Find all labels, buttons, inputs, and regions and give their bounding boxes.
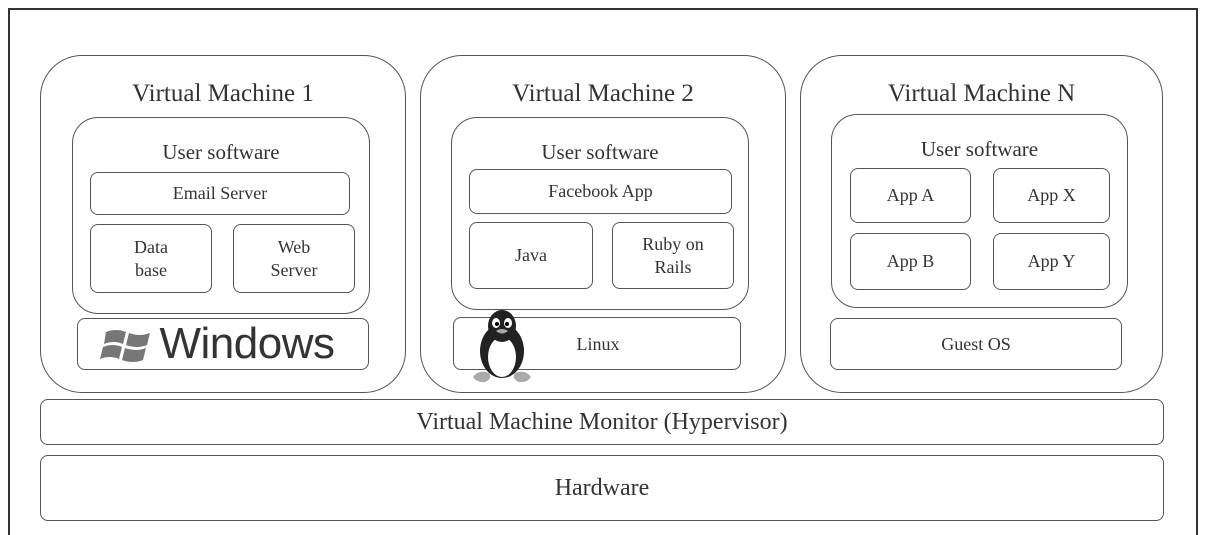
database-box: Data base — [90, 224, 212, 293]
web-server-box: Web Server — [233, 224, 355, 293]
windows-os-label: Windows — [159, 319, 336, 368]
vm1-user-software-label: User software — [162, 140, 280, 164]
email-server-box: Email Server — [90, 172, 350, 215]
vmn-title: Virtual Machine N — [887, 80, 1076, 107]
vm1-title: Virtual Machine 1 — [132, 80, 314, 107]
windows-os-box: Windows — [77, 318, 369, 370]
app-b-box: App B — [850, 233, 971, 290]
hypervisor-layer: Virtual Machine Monitor (Hypervisor) — [40, 399, 1164, 445]
guest-os-box: Guest OS — [830, 318, 1122, 370]
java-box: Java — [469, 222, 593, 289]
hypervisor-label: Virtual Machine Monitor (Hypervisor) — [416, 408, 788, 435]
app-y-box: App Y — [993, 233, 1110, 290]
ruby-on-rails-box: Ruby on Rails — [612, 222, 734, 289]
app-a-box: App A — [850, 168, 971, 223]
tux-penguin-icon — [473, 310, 531, 383]
diagram-frame — [8, 8, 1198, 535]
vm2-title: Virtual Machine 2 — [512, 80, 694, 107]
windows-logo-icon — [100, 330, 150, 362]
hardware-layer: Hardware — [40, 455, 1164, 521]
facebook-app-box: Facebook App — [469, 169, 732, 214]
hardware-label: Hardware — [554, 474, 650, 501]
vmn-user-software-label: User software — [920, 137, 1039, 161]
app-x-box: App X — [993, 168, 1110, 223]
linux-os-label: Linux — [576, 334, 620, 355]
vm2-user-software-label: User software — [541, 140, 659, 164]
